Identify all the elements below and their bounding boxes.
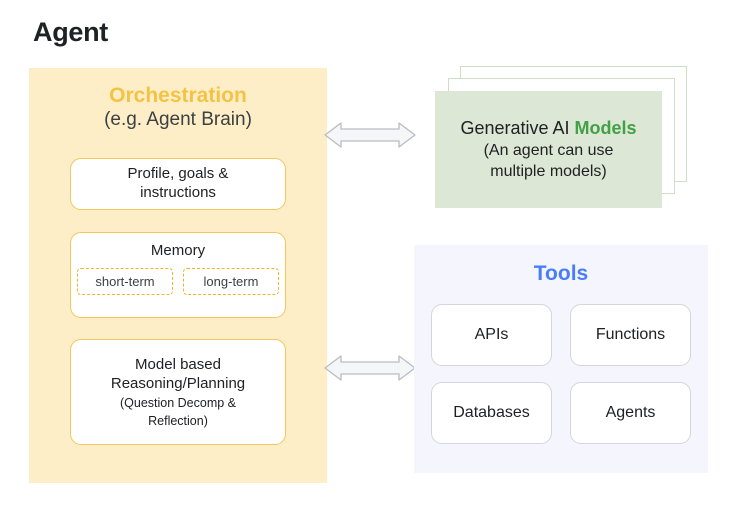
tool-card-apis: APIs (431, 304, 552, 366)
models-card-sub-2: multiple models) (490, 162, 607, 180)
profile-card-line-1: Profile, goals & (127, 165, 229, 183)
tools-heading: Tools (533, 262, 589, 285)
profile-goals-instructions-card: Profile, goals & instructions (70, 158, 286, 210)
orchestration-subheading: (e.g. Agent Brain) (104, 109, 252, 131)
tools-panel: Tools APIs Functions Databases Agents (414, 245, 708, 473)
models-card-sub-1: (An agent can use (483, 141, 614, 159)
memory-card: Memory short-term long-term (70, 232, 286, 318)
generative-ai-models-card: Generative AI Models (An agent can use m… (435, 91, 662, 208)
memory-chip-row: short-term long-term (71, 268, 285, 295)
memory-chip-short-term: short-term (77, 268, 173, 295)
reasoning-card-sub-1: (Question Decomp & (119, 395, 237, 410)
profile-card-line-2: instructions (140, 184, 216, 201)
memory-card-title: Memory (150, 242, 206, 259)
orchestration-panel: Orchestration (e.g. Agent Brain) Profile… (29, 68, 327, 483)
reasoning-card-line-2: Reasoning/Planning (110, 375, 246, 393)
models-card-title: Generative AI Models (460, 117, 636, 140)
models-title-plain: Generative AI (460, 118, 575, 139)
page-title: Agent (33, 17, 108, 47)
model-based-reasoning-card: Model based Reasoning/Planning (Question… (70, 339, 286, 445)
tools-grid: APIs Functions Databases Agents (431, 304, 691, 444)
tool-card-agents: Agents (570, 382, 691, 444)
bidirectional-arrow-icon-orchestration-models (324, 122, 416, 148)
models-title-accent: Models (574, 118, 637, 139)
tool-card-functions: Functions (570, 304, 691, 366)
tool-card-databases: Databases (431, 382, 552, 444)
bidirectional-arrow-icon-orchestration-tools (324, 355, 416, 381)
orchestration-heading: Orchestration (109, 84, 247, 107)
reasoning-card-line-1: Model based (135, 355, 221, 373)
memory-chip-long-term: long-term (183, 268, 279, 295)
reasoning-card-sub-2: Reflection) (148, 413, 208, 428)
